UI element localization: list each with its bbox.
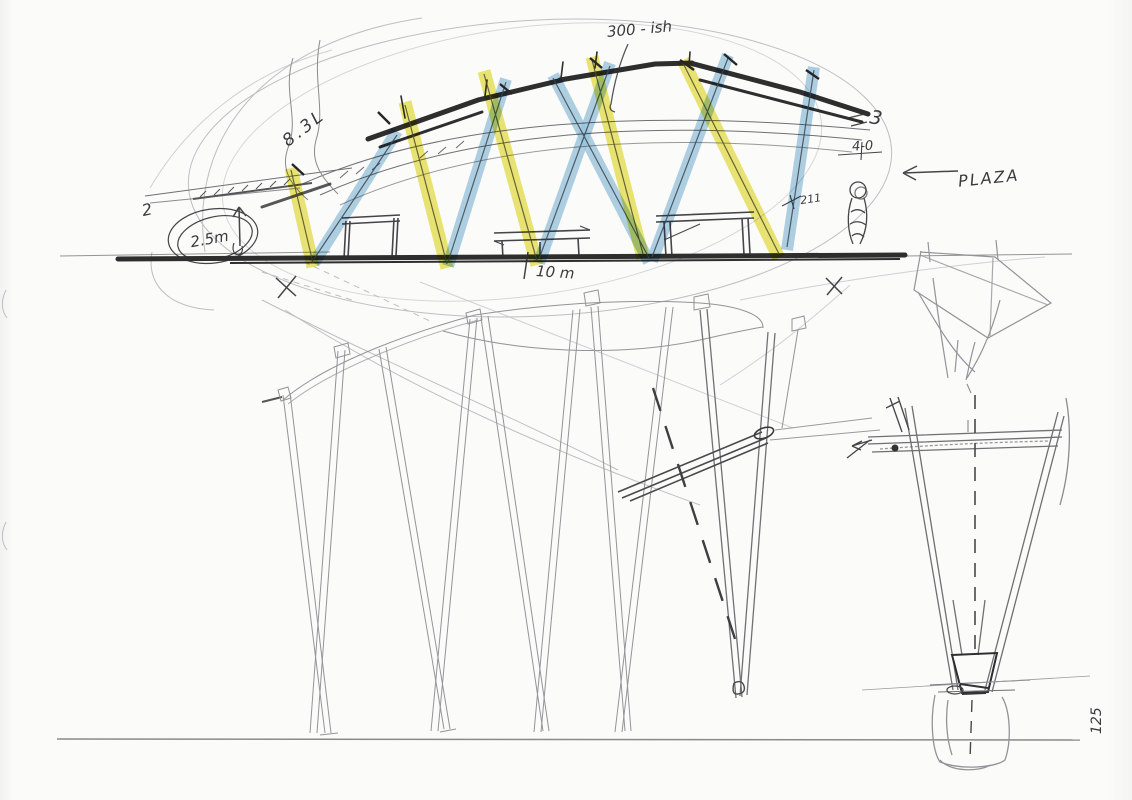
note-300ish: 300 - ish — [606, 17, 672, 41]
construction-curves — [1, 17, 1046, 551]
dim-4-0: 4-0 — [852, 139, 874, 155]
lower-ground-line — [56, 738, 1081, 741]
label-plaza: PLAZA — [957, 165, 1020, 190]
dim-211: 211 — [799, 191, 822, 207]
perspective-beam — [617, 387, 881, 646]
connection-knots — [291, 53, 820, 176]
dim-10m: 10 m — [535, 262, 575, 283]
note-83: 8.3L — [279, 105, 330, 151]
label-3: 3 — [868, 106, 884, 130]
detail-panel-sketch — [913, 239, 1053, 432]
perspective-sketch — [261, 289, 807, 736]
page-number: 125 — [1089, 707, 1105, 734]
dim-2-5m: 2.5m — [189, 227, 230, 251]
column-base-detail — [846, 395, 1091, 771]
human-figure — [847, 181, 868, 245]
blue-struts — [308, 52, 820, 268]
label-2: 2 — [140, 199, 154, 220]
